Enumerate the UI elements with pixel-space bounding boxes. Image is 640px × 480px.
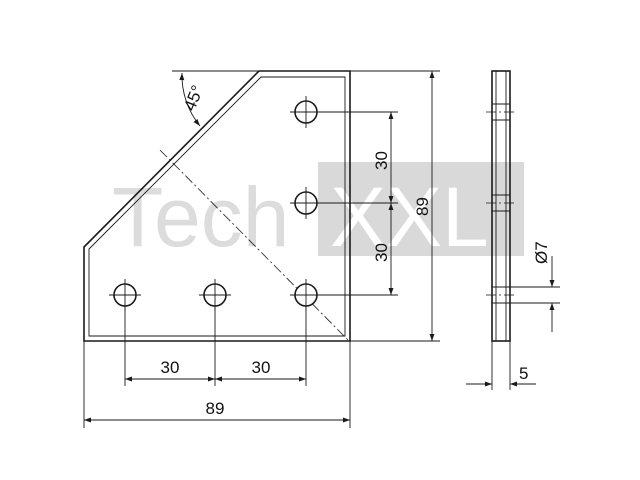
vertical-pitch-top-label: 30 — [372, 151, 391, 170]
height-dimension: 89 — [350, 70, 440, 342]
width-dimension: 89 — [83, 341, 351, 428]
angle-dimension: 45° — [172, 70, 259, 127]
watermark: Tech XXL — [112, 162, 524, 264]
plate-outline — [83, 70, 351, 342]
hole-center-marks — [109, 96, 322, 311]
side-view-outline — [491, 70, 511, 342]
watermark-box — [318, 162, 524, 256]
diagonal-centerline — [159, 149, 349, 341]
plate-inner-edge — [88, 76, 346, 337]
horizontal-pitch-dimension: 30 30 — [124, 306, 307, 386]
watermark-text-xxl: XXL — [330, 170, 489, 264]
width-label: 89 — [206, 399, 225, 418]
vertical-pitch-dimension: 30 30 — [318, 111, 398, 296]
thickness-label: 5 — [519, 364, 528, 383]
vertical-pitch-bottom-label: 30 — [372, 243, 391, 262]
thickness-dimension: 5 — [466, 341, 536, 390]
side-view-centerlines — [486, 111, 516, 296]
watermark-text-tech: Tech — [112, 170, 289, 264]
hole-diameter-dimension: Ø7 — [510, 241, 560, 332]
angle-label: 45° — [180, 83, 207, 114]
side-view-hole-lines — [492, 103, 510, 304]
horizontal-pitch-right-label: 30 — [252, 358, 271, 377]
side-view — [486, 70, 516, 342]
hole-diameter-label: Ø7 — [532, 241, 551, 264]
height-label: 89 — [413, 197, 432, 216]
horizontal-pitch-left-label: 30 — [161, 358, 180, 377]
